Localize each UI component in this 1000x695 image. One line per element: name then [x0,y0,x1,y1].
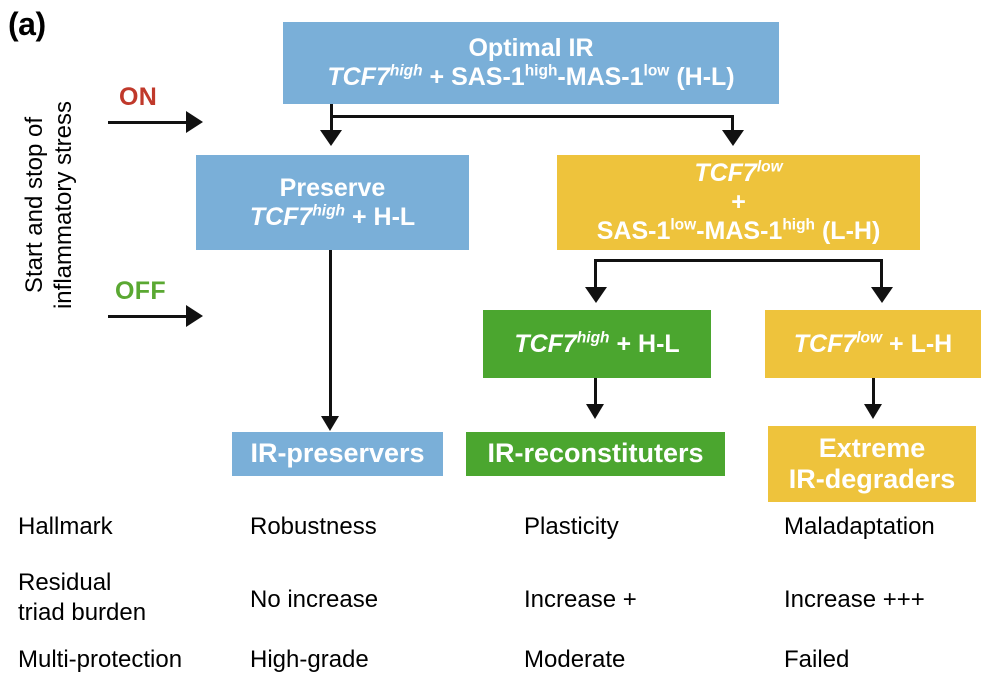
arrowhead-to-reconstitute [585,287,607,303]
connector-green-stem [594,378,597,406]
arrowhead-to-degrade [722,130,744,146]
box-tcf7-high-hl-line-1: TCF7high + H-L [514,329,680,358]
connector-yellow-stem [872,378,875,406]
box-tcf7-low-lh-2-line-1: TCF7low + L-H [793,329,953,358]
box-ir-preservers-label: IR-preservers [250,438,425,469]
connector-mid-stem-right [880,259,883,289]
switch-label-on: ON [119,83,158,111]
switch-arrow-off-head [186,305,203,327]
table-row-label-hallmark: Hallmark [18,513,113,540]
box-optimal-ir-line-2: TCF7high + SAS-1high-MAS-1low (H-L) [327,62,735,91]
box-ir-reconstituters-label: IR-reconstituters [487,438,704,469]
box-tcf7-low-line-3: SAS-1low-MAS-1high (L-H) [596,216,881,245]
switch-label-off: OFF [115,277,166,305]
connector-mid-stem-left [594,259,597,289]
table-row-label-residual-triad-burden: Residual triad burden [18,568,146,628]
arrowhead-to-preserve [320,130,342,146]
table-row-label-multi-protection: Multi-protection [18,646,183,673]
table-cell-hallmark-reconstituters: Plasticity [524,513,619,540]
box-preserve-line-1: Preserve [279,173,386,202]
table-row-label-residual-line-2: triad burden [18,599,147,626]
box-ir-preservers[interactable]: IR-preservers [232,432,443,476]
switch-arrow-on-line [108,121,186,124]
box-tcf7-low-line-1: TCF7low [694,158,783,187]
axis-caption-line-2: inflammatory stress [50,100,77,310]
table-cell-residual-degraders: Increase +++ [784,586,925,613]
arrowhead-to-ir-reconstituters [586,404,604,419]
table-cell-hallmark-preservers: Robustness [250,513,377,540]
table-cell-multiprotection-preservers: High-grade [250,646,369,673]
arrowhead-to-extreme-ir-degraders [864,404,882,419]
box-extreme-ir-degraders-line-2: IR-degraders [788,464,956,494]
table-cell-multiprotection-degraders: Failed [784,646,850,673]
switch-arrow-on-head [186,111,203,133]
connector-preserve-stem [329,250,332,418]
switch-arrow-off-line [108,315,186,318]
box-extreme-ir-degraders-line-1: Extreme [818,432,926,463]
box-ir-reconstituters[interactable]: IR-reconstituters [466,432,725,476]
table-row-label-residual-line-1: Residual [18,569,112,596]
box-preserve-line-2: TCF7high + H-L [249,202,416,231]
box-tcf7-low-lh[interactable]: TCF7low + SAS-1low-MAS-1high (L-H) [557,155,920,250]
box-tcf7-high-hl[interactable]: TCF7high + H-L [483,310,711,378]
inflammatory-stress-axis-caption: Start and stop of inflammatory stress [16,40,82,370]
arrowhead-to-stay-low [871,287,893,303]
panel-label: (a) [8,6,46,42]
table-cell-residual-reconstituters: Increase + [524,586,637,613]
table-cell-residual-preservers: No increase [250,586,379,613]
box-optimal-ir[interactable]: Optimal IR TCF7high + SAS-1high-MAS-1low… [283,22,779,104]
connector-top-stem-right [731,115,734,132]
box-extreme-ir-degraders[interactable]: Extreme IR-degraders [768,426,976,502]
box-optimal-ir-line-1: Optimal IR [468,34,594,62]
arrowhead-to-ir-preservers [321,416,339,431]
connector-mid-bar [594,259,883,262]
box-tcf7-low-lh-2[interactable]: TCF7low + L-H [765,310,981,378]
box-preserve[interactable]: Preserve TCF7high + H-L [196,155,469,250]
connector-top-drop-left [330,115,333,132]
connector-top-stem-left [330,104,333,118]
table-cell-hallmark-degraders: Maladaptation [784,513,935,540]
box-tcf7-low-line-2: + [731,188,746,216]
connector-top-bar [330,115,734,118]
table-cell-multiprotection-reconstituters: Moderate [524,646,626,673]
axis-caption-line-1: Start and stop of [20,116,48,294]
